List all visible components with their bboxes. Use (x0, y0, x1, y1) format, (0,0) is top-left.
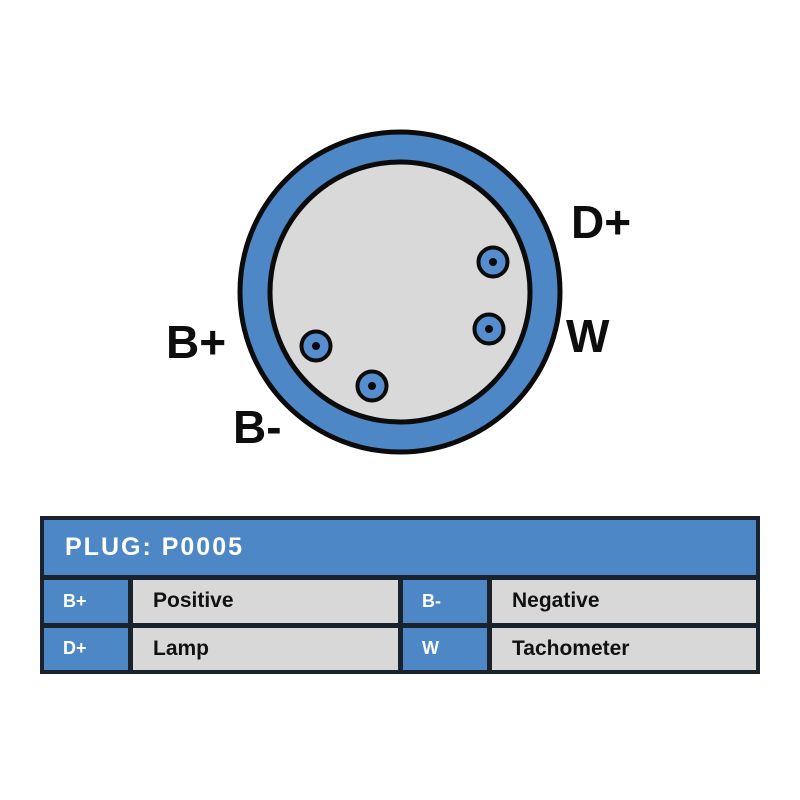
table-title: PLUG: P0005 (44, 520, 756, 575)
cell-label-dplus: D+ (44, 627, 128, 670)
pin-label-w: W (566, 310, 610, 362)
pin-label-dplus: D+ (571, 196, 632, 248)
cell-value-tachometer: Tachometer (492, 627, 756, 670)
pin-dplus-center-dot (489, 258, 497, 266)
cell-value-lamp: Lamp (133, 627, 398, 670)
cell-value-negative: Negative (492, 580, 756, 623)
pin-bminus-center-dot (368, 382, 376, 390)
pin-dplus (476, 245, 510, 279)
pin-bplus-center-dot (312, 342, 320, 350)
cell-label-bplus: B+ (44, 580, 128, 623)
pin-label-bplus: B+ (166, 316, 227, 368)
pin-w-center-dot (485, 325, 493, 333)
pin-label-bminus: B- (233, 401, 282, 453)
cell-label-bminus: B- (403, 580, 487, 623)
connector-face (267, 159, 533, 425)
pin-w (472, 312, 506, 346)
connector-diagram (237, 129, 563, 455)
cell-label-w: W (403, 627, 487, 670)
pin-bplus (299, 329, 333, 363)
cell-value-positive: Positive (133, 580, 398, 623)
pinout-table: PLUG: P0005 B+ Positive B- Negative D+ L… (40, 516, 760, 674)
pin-bminus (355, 369, 389, 403)
